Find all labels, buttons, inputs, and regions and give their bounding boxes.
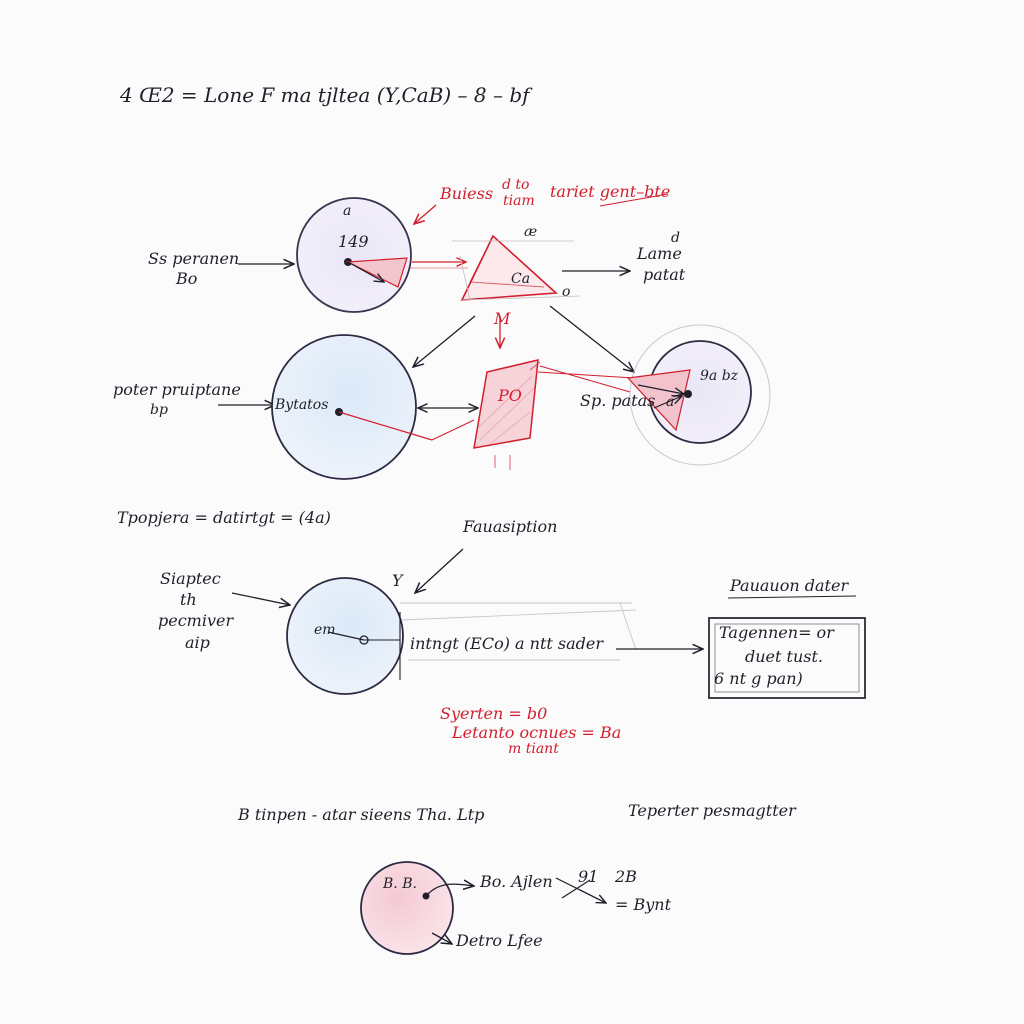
red-note-b: d to xyxy=(502,177,530,193)
row2-left-label: poter pruiptane xyxy=(113,380,241,399)
row2-left-label-sub: bp xyxy=(150,402,168,418)
row2-quad-hatch xyxy=(477,375,535,445)
row2-quad xyxy=(473,359,539,449)
row3-box-line-1: Tagennen= or xyxy=(719,623,834,642)
row1-circle xyxy=(296,197,412,313)
row2-ticks xyxy=(494,361,541,470)
red-block-line-3: m tiant xyxy=(508,741,559,757)
red-block-line-2: Letanto ocnues = Ba xyxy=(452,723,622,742)
row3-sketch-lines xyxy=(400,602,637,661)
row1-radius-line xyxy=(347,261,384,282)
row2-group xyxy=(218,324,771,480)
row1-triangle xyxy=(460,234,558,301)
row2-right-dot xyxy=(684,390,692,398)
row3-left-label-3: pecmiver xyxy=(158,611,234,630)
row2-big-circle xyxy=(271,334,417,480)
row2-right-label: Sp. patas xyxy=(580,391,656,410)
row4-circle-label: B. B. xyxy=(383,876,417,892)
row3-top-label: Fauasiption xyxy=(463,517,558,536)
red-note-d: tariet gent–bte xyxy=(550,182,671,201)
row1-circle-top-label: a xyxy=(343,203,352,219)
row2-red-radius xyxy=(338,411,433,441)
row4-curved-arrow xyxy=(425,884,474,897)
row1-diag-arrow-left xyxy=(413,315,476,367)
row1-down-mark: M xyxy=(494,309,511,328)
row1-diag-arrow-right xyxy=(549,305,634,372)
row4-right-top: 2B xyxy=(615,867,637,886)
red-block-line-1: Syerten = b0 xyxy=(440,704,548,723)
row3-box-line-2: duet tust. xyxy=(745,647,823,666)
row1-circle-center-label: 149 xyxy=(338,232,369,251)
row4-circle xyxy=(360,861,454,955)
row3-top-arrow xyxy=(415,548,464,593)
row2-right-halo xyxy=(629,324,771,466)
row1-circle-wedge xyxy=(345,257,408,288)
row3-left-label-2: th xyxy=(180,590,197,609)
row3-left-label-4: aip xyxy=(185,633,210,652)
row3-mark: Y xyxy=(392,571,403,590)
row2-right-circle-mark: a xyxy=(666,394,675,410)
row4-group xyxy=(360,861,606,955)
row1-triangle-top-label: æ xyxy=(524,224,538,240)
row4-bottom-label: Detro Lfee xyxy=(456,931,543,950)
row2-right-arrows-b xyxy=(653,396,682,409)
row1-right-label-mark: d xyxy=(671,230,680,246)
row2-quad-label: PO xyxy=(498,386,522,405)
row3-left-label-1: Siaptec xyxy=(160,569,221,588)
row4-cross-arrow xyxy=(579,889,606,903)
row2-circle-label: Bytatos xyxy=(275,397,329,413)
row3-box-line-3: 6 nt g pan) xyxy=(714,669,803,688)
red-note-c: tiam xyxy=(503,193,535,209)
row3-result-box-inner xyxy=(714,623,860,693)
row3-circle-arrow xyxy=(327,631,365,641)
row1-right-label-sub: patat xyxy=(643,265,686,284)
row4-left-caption: B tinpen - atar sieens Tha. Ltp xyxy=(238,805,485,824)
red-note-underline xyxy=(599,193,669,207)
row4-right-caption: Teperter pesmagtter xyxy=(628,801,796,820)
row1-triangle-sketch xyxy=(452,240,581,301)
row3-left-arrow xyxy=(231,592,290,605)
row4-cross-label: 91 xyxy=(578,867,599,886)
row3-formula: Tpopjera = datirtgt = (4a) xyxy=(117,508,331,527)
row2-red-links xyxy=(431,365,635,441)
row3-result-box xyxy=(708,617,866,699)
row1-left-label-sub: Bo xyxy=(176,269,198,288)
row1-triangle-label: Ca xyxy=(511,271,531,287)
row4-right-bottom: = Bynt xyxy=(615,895,672,914)
row3-box-title-underline xyxy=(727,595,857,599)
row2-right-circle-label: 9a bz xyxy=(700,368,739,384)
row3-circle-ticks xyxy=(364,612,401,680)
row4-arrow-label: Bo. Ajlen xyxy=(480,872,553,891)
row1-right-label: Lame xyxy=(637,244,682,263)
red-note-a: Buiess xyxy=(440,184,494,203)
row1-group xyxy=(238,193,669,372)
row3-circle-label: em xyxy=(314,622,336,638)
red-note-arrow xyxy=(414,204,437,224)
row1-left-label: Ss peranen xyxy=(148,249,240,268)
diagram-title: 4 Œ2 = Lone F ma tjltea (Y,CaB) – 8 – bf xyxy=(120,83,530,107)
row3-group xyxy=(231,548,866,699)
row2-right-arrows xyxy=(637,384,684,394)
row4-down-arrow xyxy=(431,932,452,944)
row3-mid-label: intngt (ECo) a ntt sader xyxy=(410,634,604,653)
row1-triangle-inner xyxy=(469,235,545,288)
row1-triangle-corner-label: o xyxy=(562,284,571,300)
row3-box-title: Pauauon dater xyxy=(730,576,849,595)
